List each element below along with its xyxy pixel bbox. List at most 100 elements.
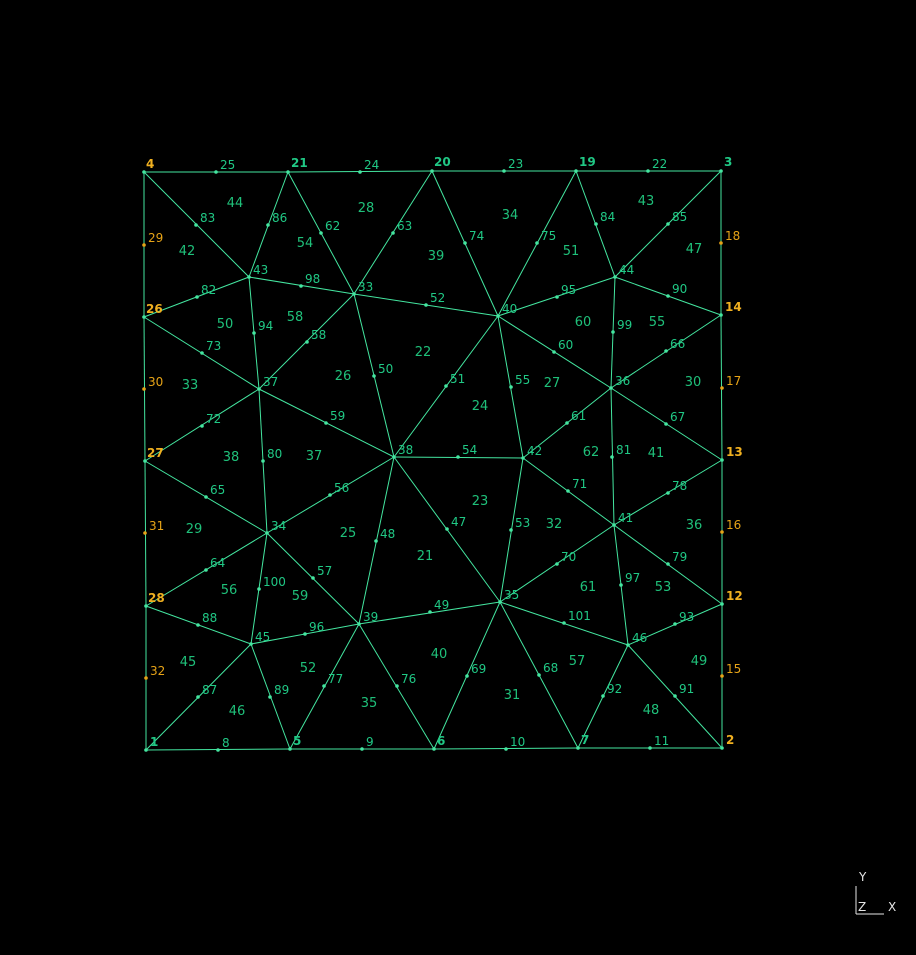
element-label-62: 62 [583, 445, 600, 460]
node-point-10 [504, 747, 508, 751]
node-point-63 [391, 231, 395, 235]
element-label-36: 36 [686, 518, 703, 533]
node-point-19 [574, 169, 578, 173]
element-label-22: 22 [415, 345, 432, 360]
node-point-44 [613, 275, 617, 279]
element-label-32: 32 [546, 517, 563, 532]
node-point-9 [360, 747, 364, 751]
node-point-21 [286, 170, 290, 174]
node-label-11: 11 [654, 734, 669, 748]
element-label-54: 54 [297, 236, 314, 251]
node-label-3: 3 [724, 155, 732, 169]
node-label-23: 23 [508, 157, 523, 171]
node-label-89: 89 [274, 683, 289, 697]
node-label-27: 27 [147, 446, 164, 460]
node-label-71: 71 [572, 477, 587, 491]
node-label-81: 81 [616, 443, 631, 457]
node-label-32: 32 [150, 664, 165, 678]
element-label-33: 33 [182, 378, 199, 393]
element-label-47: 47 [686, 242, 703, 257]
node-point-15 [720, 674, 724, 678]
node-point-96 [303, 632, 307, 636]
axis-label-y: Y [859, 870, 867, 884]
node-point-60 [552, 350, 556, 354]
node-point-100 [257, 587, 261, 591]
node-label-73: 73 [206, 339, 221, 353]
node-label-55: 55 [515, 373, 530, 387]
element-label-52: 52 [300, 661, 317, 676]
element-label-43: 43 [638, 194, 655, 209]
node-point-84 [594, 222, 598, 226]
node-point-61 [565, 421, 569, 425]
node-label-88: 88 [202, 611, 217, 625]
node-point-48 [374, 539, 378, 543]
node-point-30 [142, 387, 146, 391]
node-point-52 [424, 303, 428, 307]
node-label-79: 79 [672, 550, 687, 564]
node-point-8 [216, 748, 220, 752]
node-point-50 [372, 374, 376, 378]
node-label-39: 39 [363, 610, 378, 624]
node-label-86: 86 [272, 211, 287, 225]
node-point-13 [720, 458, 724, 462]
node-point-54 [456, 455, 460, 459]
element-label-53: 53 [655, 580, 672, 595]
node-label-56: 56 [334, 481, 349, 495]
node-label-14: 14 [725, 300, 742, 314]
element-label-59: 59 [292, 589, 309, 604]
node-label-10: 10 [510, 735, 525, 749]
node-point-14 [719, 313, 723, 317]
node-point-58 [305, 340, 309, 344]
node-point-53 [509, 528, 513, 532]
node-label-13: 13 [726, 445, 743, 459]
node-label-44: 44 [619, 263, 634, 277]
node-point-36 [609, 386, 613, 390]
node-label-98: 98 [305, 272, 320, 286]
node-point-33 [352, 292, 356, 296]
node-point-4 [142, 170, 146, 174]
node-label-78: 78 [672, 479, 687, 493]
element-label-45: 45 [180, 655, 197, 670]
node-label-57: 57 [317, 564, 332, 578]
node-label-36: 36 [615, 374, 630, 388]
node-point-62 [319, 231, 323, 235]
node-label-46: 46 [632, 631, 647, 645]
node-label-61: 61 [571, 409, 586, 423]
node-point-86 [266, 223, 270, 227]
node-label-72: 72 [206, 412, 221, 426]
node-point-55 [509, 385, 513, 389]
node-label-22: 22 [652, 157, 667, 171]
node-label-30: 30 [148, 375, 163, 389]
element-label-56: 56 [221, 583, 238, 598]
node-point-73 [200, 351, 204, 355]
node-point-40 [496, 314, 500, 318]
node-label-80: 80 [267, 447, 282, 461]
node-label-62: 62 [325, 219, 340, 233]
node-point-71 [566, 489, 570, 493]
node-label-19: 19 [579, 155, 596, 169]
element-label-23: 23 [472, 494, 489, 509]
element-label-41: 41 [648, 446, 665, 461]
axis-lines-icon [855, 886, 884, 915]
node-label-93: 93 [679, 610, 694, 624]
node-point-5 [288, 747, 292, 751]
node-point-7 [576, 746, 580, 750]
node-label-83: 83 [200, 211, 215, 225]
element-label-37: 37 [306, 449, 323, 464]
node-point-35 [498, 600, 502, 604]
element-label-46: 46 [229, 704, 246, 719]
node-point-91 [673, 694, 677, 698]
node-point-65 [204, 495, 208, 499]
node-label-87: 87 [202, 683, 217, 697]
node-point-34 [265, 531, 269, 535]
element-label-58: 58 [287, 310, 304, 325]
node-point-22 [646, 169, 650, 173]
node-point-49 [428, 610, 432, 614]
node-label-5: 5 [293, 734, 301, 748]
node-label-75: 75 [541, 229, 556, 243]
node-label-63: 63 [397, 219, 412, 233]
node-point-28 [144, 604, 148, 608]
node-point-17 [720, 386, 724, 390]
